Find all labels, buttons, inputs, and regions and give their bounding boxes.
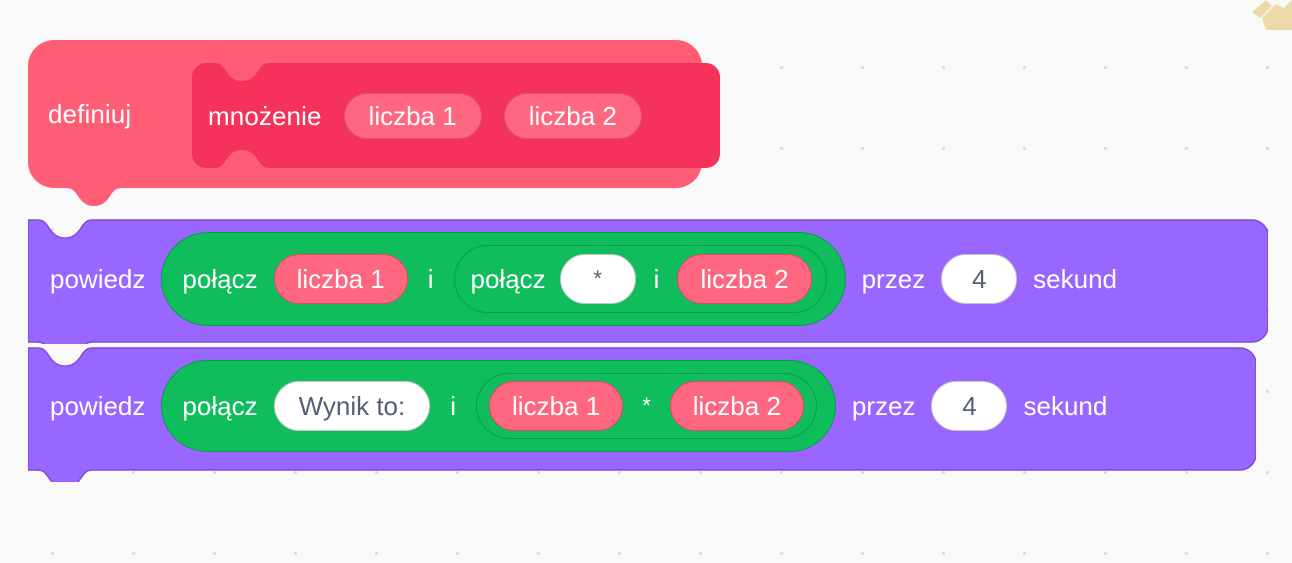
variable-reporter-liczba2-a[interactable]: liczba 2 <box>677 254 812 304</box>
join-connector-inner-1: i <box>653 264 660 294</box>
say-for-seconds-block-2[interactable]: powiedz połącz Wynik to: i liczba 1 * li… <box>28 342 1256 482</box>
define-keyword-label: definiuj <box>48 99 132 129</box>
variable-reporter-liczba2-b[interactable]: liczba 2 <box>669 381 804 431</box>
text-input-wynik-to[interactable]: Wynik to: <box>273 381 431 431</box>
duration-input-1[interactable]: 4 <box>941 254 1018 304</box>
multiply-operator-symbol: * <box>642 393 651 418</box>
variable-reporter-liczba1-b[interactable]: liczba 1 <box>489 381 624 431</box>
join-connector-outer-2: i <box>450 391 457 421</box>
duration-word-label-1: przez <box>861 264 926 294</box>
variable-reporter-liczba1-a[interactable]: liczba 1 <box>273 254 408 304</box>
join-block-outer-1[interactable]: połącz liczba 1 i połącz * i liczba 2 <box>161 232 846 326</box>
multiply-operator-block[interactable]: liczba 1 * liczba 2 <box>476 373 817 439</box>
procedure-name-label: mnożenie <box>208 100 322 131</box>
join-label-outer-1: połącz <box>182 264 258 294</box>
say-verb-label-2: powiedz <box>50 391 146 421</box>
procedure-prototype[interactable]: mnożenie liczba 1 liczba 2 <box>192 63 720 168</box>
prototype-row: mnożenie liczba 1 liczba 2 <box>192 63 720 168</box>
procedure-argument-2[interactable]: liczba 2 <box>503 92 642 139</box>
duration-input-2[interactable]: 4 <box>931 381 1008 431</box>
join-block-inner-1[interactable]: połącz * i liczba 2 <box>453 245 827 313</box>
say-block-2-row: powiedz połącz Wynik to: i liczba 1 * li… <box>28 342 1107 470</box>
say-verb-label-1: powiedz <box>50 264 146 294</box>
procedure-argument-1[interactable]: liczba 1 <box>343 92 482 139</box>
define-block-content: definiuj <box>28 40 131 188</box>
join-connector-outer-1: i <box>427 264 434 294</box>
partial-sprite-decoration <box>1252 0 1292 30</box>
text-input-asterisk[interactable]: * <box>559 254 636 304</box>
duration-unit-label-1: sekund <box>1033 264 1118 294</box>
duration-word-label-2: przez <box>851 391 916 421</box>
say-block-1-row: powiedz połącz liczba 1 i połącz * i lic… <box>28 214 1117 344</box>
join-label-outer-2: połącz <box>182 391 258 421</box>
join-label-inner-1: połącz <box>470 264 546 294</box>
join-block-outer-2[interactable]: połącz Wynik to: i liczba 1 * liczba 2 <box>161 360 836 452</box>
duration-unit-label-2: sekund <box>1023 391 1108 421</box>
say-for-seconds-block-1[interactable]: powiedz połącz liczba 1 i połącz * i lic… <box>28 214 1268 344</box>
define-procedure-block[interactable]: definiuj mnożenie liczba 1 liczba 2 <box>28 40 720 214</box>
